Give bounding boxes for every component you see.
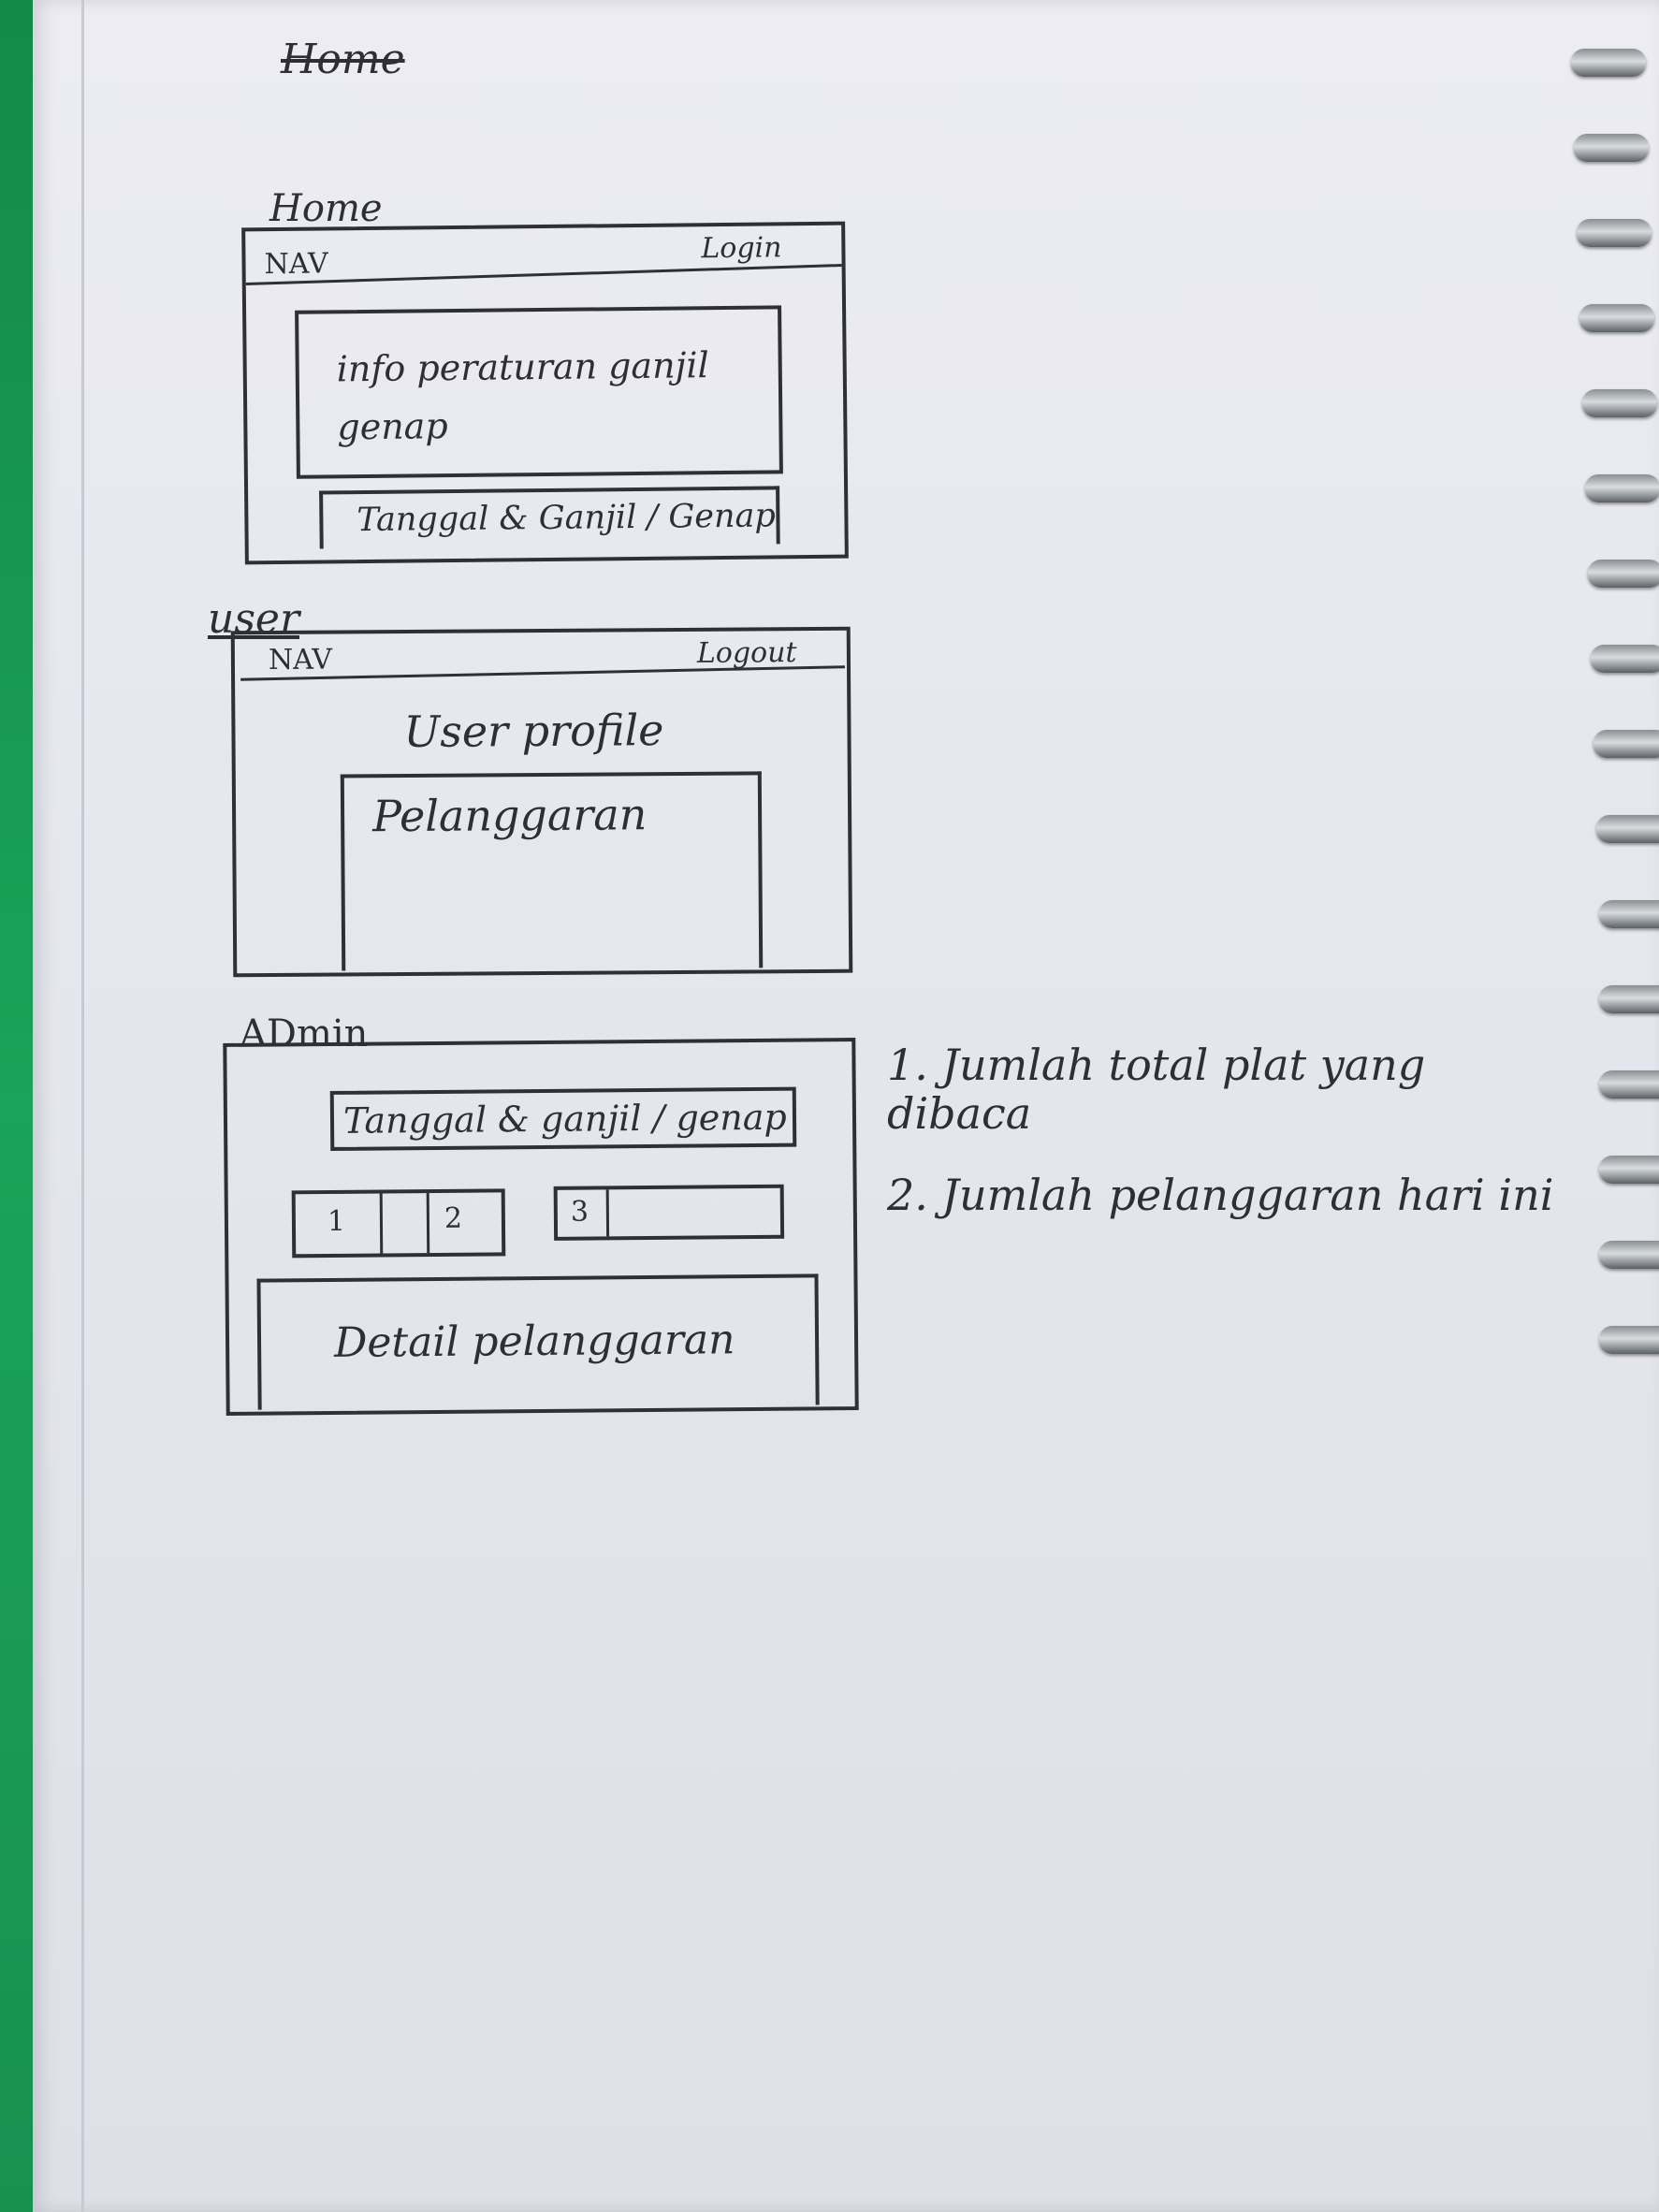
user-logout-link[interactable]: Logout <box>696 636 797 670</box>
spiral-ring <box>1591 645 1659 673</box>
home-wireframe-title: Home <box>269 187 383 230</box>
admin-stat-card-3-label: 3 <box>570 1195 589 1229</box>
admin-stat-card-2-label: 2 <box>444 1201 463 1235</box>
admin-stat-cards-left: 1 2 <box>291 1188 506 1259</box>
spiral-ring <box>1599 1326 1659 1354</box>
user-violation-text: Pelanggaran <box>371 789 648 842</box>
spiral-ring <box>1594 730 1659 758</box>
home-nav-label: NAV <box>264 247 328 282</box>
home-wireframe: NAV Login info peraturan ganjil genap Ta… <box>241 221 849 565</box>
spiral-ring <box>1588 560 1659 588</box>
spiral-ring <box>1596 815 1659 843</box>
admin-stat-card-3-cell: 3 <box>557 1189 610 1237</box>
user-violation-panel: Pelanggaran <box>340 771 764 971</box>
admin-stat-card-3: 3 <box>553 1184 785 1241</box>
home-login-link[interactable]: Login <box>701 231 782 266</box>
admin-detail-panel: Detail pelanggaran <box>256 1273 820 1410</box>
home-date-bar: Tanggal & Ganjil / Genap <box>319 486 780 549</box>
spiral-ring <box>1579 304 1654 332</box>
admin-stat-card-2: 2 <box>426 1192 505 1254</box>
user-profile-heading: User profile <box>403 705 664 758</box>
user-wireframe: NAV Logout User profile Pelanggaran <box>230 626 853 978</box>
spiral-ring <box>1599 1070 1659 1099</box>
spiral-ring <box>1571 49 1646 77</box>
spiral-ring <box>1599 985 1659 1013</box>
admin-detail-text: Detail pelanggaran <box>333 1316 735 1367</box>
admin-date-bar: Tanggal & ganjil / genap <box>329 1086 797 1151</box>
notebook-page <box>33 0 1659 2212</box>
admin-stat-card-1: 1 <box>295 1193 384 1255</box>
admin-wireframe: Tanggal & ganjil / genap 1 2 3 Detail pe… <box>223 1038 859 1416</box>
spiral-ring <box>1599 1241 1659 1269</box>
note-item-1: 1. Jumlah total plat yang dibaca <box>887 1040 1426 1139</box>
note-item-2: 2. Jumlah pelanggaran hari ini <box>887 1170 1554 1220</box>
spiral-ring <box>1599 1156 1659 1184</box>
home-info-panel: info peraturan ganjil genap <box>295 305 783 479</box>
admin-date-bar-text: Tanggal & ganjil / genap <box>342 1096 787 1142</box>
admin-wireframe-title: ADmin <box>240 1012 369 1055</box>
home-nav-divider <box>245 264 842 286</box>
spiral-ring <box>1599 900 1659 928</box>
user-wireframe-title: user <box>208 595 299 643</box>
admin-stat-card-1-label: 1 <box>327 1204 346 1238</box>
spiral-binding <box>1537 0 1659 2212</box>
home-date-bar-text: Tanggal & Ganjil / Genap <box>357 497 777 540</box>
user-nav-label: NAV <box>268 643 333 677</box>
spiral-ring <box>1585 474 1659 502</box>
scratch-title: Home <box>281 36 405 83</box>
spiral-ring <box>1577 219 1652 247</box>
spiral-ring <box>1574 134 1649 162</box>
page-margin-line <box>81 0 84 2212</box>
home-info-text: info peraturan ganjil genap <box>336 344 709 448</box>
spiral-ring <box>1582 389 1657 417</box>
